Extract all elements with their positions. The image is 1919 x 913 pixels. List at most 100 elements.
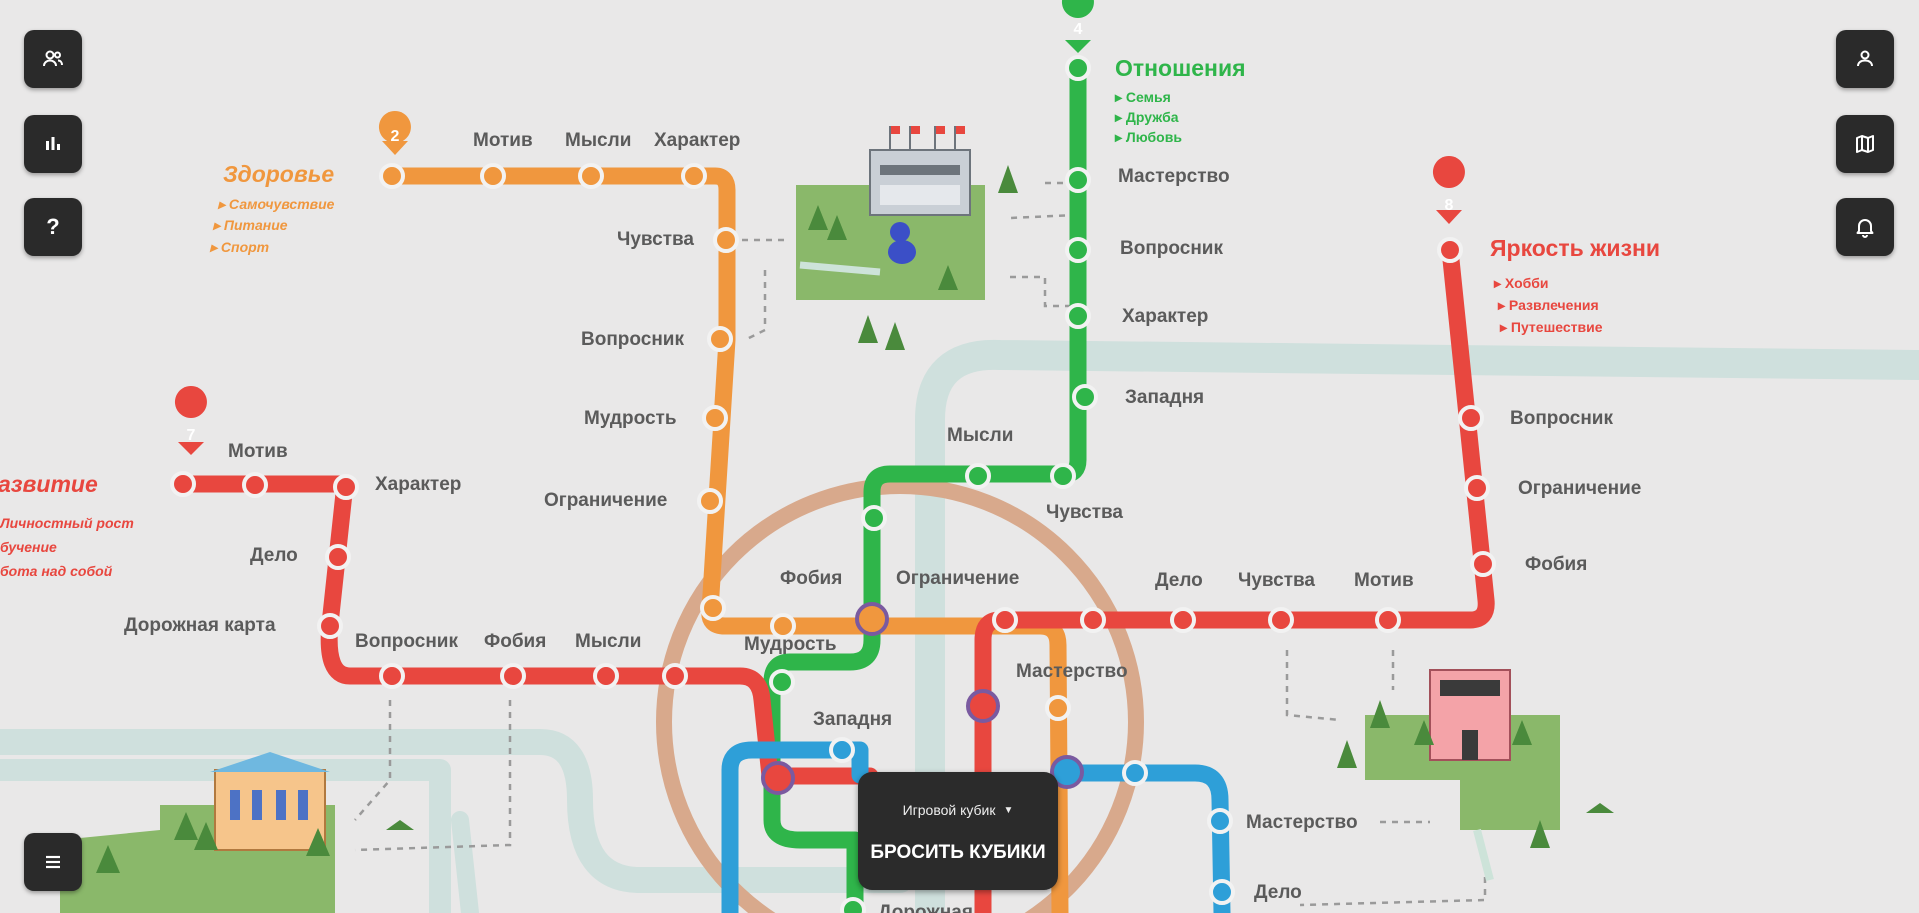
svg-text:Мотив: Мотив — [473, 130, 533, 151]
svg-text:Мудрость: Мудрость — [584, 408, 677, 429]
svg-text:Мысли: Мысли — [947, 425, 1013, 446]
svg-text:Дело: Дело — [1254, 882, 1302, 903]
station — [1050, 463, 1076, 489]
players-button[interactable] — [24, 30, 82, 88]
svg-text:Мудрость: Мудрость — [744, 634, 837, 655]
station — [1080, 607, 1106, 633]
dashed-connectors — [354, 181, 1487, 907]
station — [1065, 55, 1091, 81]
bell-icon — [1856, 219, 1874, 238]
pin-number: 2 — [391, 128, 400, 145]
station — [1065, 303, 1091, 329]
svg-text:Ограничение: Ограничение — [1518, 478, 1641, 499]
svg-text:Ограничение: Ограничение — [544, 490, 667, 511]
svg-text:Фобия: Фобия — [780, 568, 842, 589]
stats-icon — [46, 137, 60, 150]
svg-text:Дело: Дело — [1155, 570, 1203, 591]
station — [1065, 237, 1091, 263]
svg-text:▸ Развлечения: ▸ Развлечения — [1497, 297, 1599, 313]
station — [1065, 167, 1091, 193]
line-pins: 2 4 8 7 — [174, 0, 1465, 455]
svg-text:▸ Хобби: ▸ Хобби — [1493, 275, 1549, 291]
station — [1470, 551, 1496, 577]
svg-text:Мастерство: Мастерство — [1246, 812, 1358, 833]
svg-text:▸ Питание: ▸ Питание — [212, 217, 288, 233]
station — [379, 163, 405, 189]
island-theatre[interactable] — [1337, 669, 1614, 882]
station — [1170, 607, 1196, 633]
player-token[interactable] — [888, 222, 916, 264]
profile-button[interactable] — [1836, 30, 1894, 88]
station — [578, 163, 604, 189]
svg-text:Вопросник: Вопросник — [1120, 238, 1223, 259]
roll-dice-button[interactable]: БРОСИТЬ КУБИКИ — [870, 842, 1046, 863]
svg-text:▸ Семья: ▸ Семья — [1114, 89, 1171, 105]
transfer-stations[interactable] — [761, 602, 1084, 795]
station — [992, 607, 1018, 633]
svg-text:Дорожная: Дорожная — [878, 902, 973, 913]
station — [662, 663, 688, 689]
station — [829, 737, 855, 763]
station — [713, 227, 739, 253]
svg-text:Дорожная карта: Дорожная карта — [124, 615, 276, 636]
station-labels: Мотив Мысли Характер Чувства Вопросник М… — [124, 130, 1641, 913]
line-brightness — [974, 241, 1495, 913]
station — [965, 463, 991, 489]
profile-icon — [1857, 50, 1873, 67]
map-button[interactable] — [1836, 115, 1894, 173]
stats-button[interactable] — [24, 115, 82, 173]
station — [1072, 384, 1098, 410]
menu-button[interactable] — [24, 833, 82, 891]
station — [840, 897, 866, 913]
station — [1268, 607, 1294, 633]
svg-text:Чувства: Чувства — [1046, 502, 1123, 523]
line-blue — [721, 741, 1231, 913]
station — [700, 595, 726, 621]
station — [170, 471, 196, 497]
dice-type-label: Игровой кубик — [902, 802, 996, 818]
station — [769, 669, 795, 695]
station — [1375, 607, 1401, 633]
transfer-station — [1050, 755, 1084, 789]
line-title-relations: Отношения — [1115, 55, 1246, 81]
svg-text:▸ Самочувствие: ▸ Самочувствие — [217, 196, 335, 212]
svg-text:Мысли: Мысли — [565, 130, 631, 151]
station — [1207, 808, 1233, 834]
station — [702, 405, 728, 431]
stations[interactable] — [170, 55, 1496, 913]
line-titles: Здоровье ▸ Самочувствие ▸ Питание ▸ Спор… — [0, 55, 1660, 579]
island-stadium[interactable] — [796, 126, 1018, 350]
transfer-station — [855, 602, 889, 636]
svg-text:Дело: Дело — [250, 545, 298, 566]
station — [1045, 695, 1071, 721]
notifications-button[interactable] — [1836, 198, 1894, 256]
central-ring — [656, 478, 1144, 913]
help-button[interactable]: ? — [24, 198, 82, 256]
svg-text:Мастерство: Мастерство — [1016, 661, 1128, 682]
svg-text:▸ Путешествие: ▸ Путешествие — [1499, 319, 1603, 335]
river-bands — [0, 339, 1919, 913]
svg-text:▸ Дружба: ▸ Дружба — [1114, 109, 1179, 125]
station — [1209, 879, 1235, 905]
station — [697, 488, 723, 514]
map-icon — [1856, 135, 1874, 153]
island-bank[interactable] — [60, 752, 414, 913]
pin-number: 7 — [187, 427, 196, 444]
svg-text:Фобия: Фобия — [484, 631, 546, 652]
station — [325, 544, 351, 570]
svg-text:Характер: Характер — [1122, 306, 1208, 327]
dice-type-select[interactable]: Игровой кубик ▼ — [858, 802, 1058, 818]
svg-text:Вопросник: Вопросник — [581, 329, 684, 350]
svg-text:Характер: Характер — [375, 474, 461, 495]
station — [1458, 405, 1484, 431]
station — [379, 663, 405, 689]
svg-text:Фобия: Фобия — [1525, 554, 1587, 575]
dice-panel: Игровой кубик ▼ БРОСИТЬ КУБИКИ — [858, 772, 1058, 890]
chevron-down-icon: ▼ — [1003, 804, 1014, 816]
line-title-brightness: Яркость жизни — [1490, 235, 1660, 261]
pin-health — [378, 111, 411, 143]
svg-text:Вопросник: Вопросник — [355, 631, 458, 652]
svg-text:▸ Любовь: ▸ Любовь — [1114, 129, 1182, 145]
svg-text:Характер: Характер — [654, 130, 740, 151]
